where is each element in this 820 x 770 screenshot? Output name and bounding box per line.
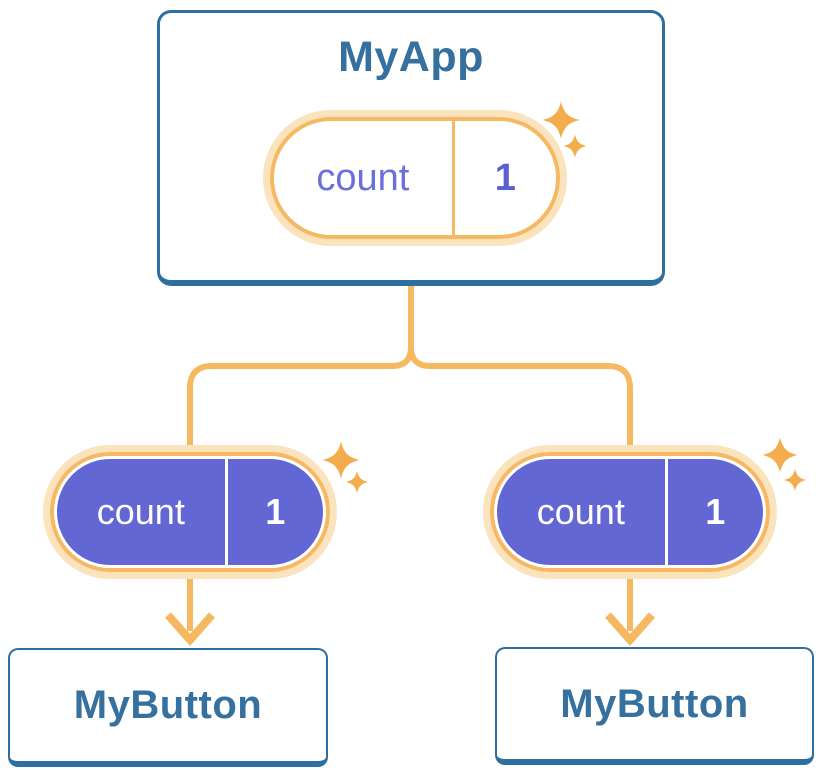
- state-pill-divider: [451, 121, 455, 235]
- right-prop-name-label: count: [536, 491, 625, 532]
- right-prop-pill-divider: [664, 459, 668, 565]
- left-mybutton-component-box: MyButton: [8, 648, 328, 767]
- left-prop-pill: count 1: [43, 445, 337, 579]
- right-mybutton-title: MyButton: [560, 681, 749, 726]
- myapp-component-box: MyApp count 1: [157, 10, 665, 286]
- branch-line-right: [408, 284, 633, 447]
- left-prop-pill-core: count 1: [54, 456, 326, 568]
- left-mybutton-title: MyButton: [73, 683, 263, 727]
- branch-line-left: [187, 284, 414, 447]
- myapp-title: MyApp: [338, 33, 484, 81]
- arrowhead-left-icon: [164, 612, 216, 647]
- right-mybutton-component-box: MyButton: [495, 647, 814, 765]
- right-prop-pill: count 1: [483, 445, 777, 579]
- left-prop-pill-ring: count 1: [50, 452, 330, 572]
- left-prop-pill-divider: [224, 459, 228, 565]
- state-value-label: 1: [494, 156, 516, 199]
- left-prop-name-label: count: [96, 491, 185, 532]
- right-prop-value-label: 1: [705, 491, 726, 532]
- right-prop-pill-core: count 1: [494, 456, 766, 568]
- state-pill-core: count 1: [274, 121, 556, 235]
- left-prop-value-label: 1: [265, 491, 286, 532]
- myapp-state-pill: count 1: [263, 110, 567, 246]
- state-name-label: count: [316, 156, 410, 199]
- state-pill-ring: count 1: [270, 117, 560, 239]
- arrowhead-right-icon: [604, 612, 656, 647]
- right-prop-pill-ring: count 1: [490, 452, 770, 572]
